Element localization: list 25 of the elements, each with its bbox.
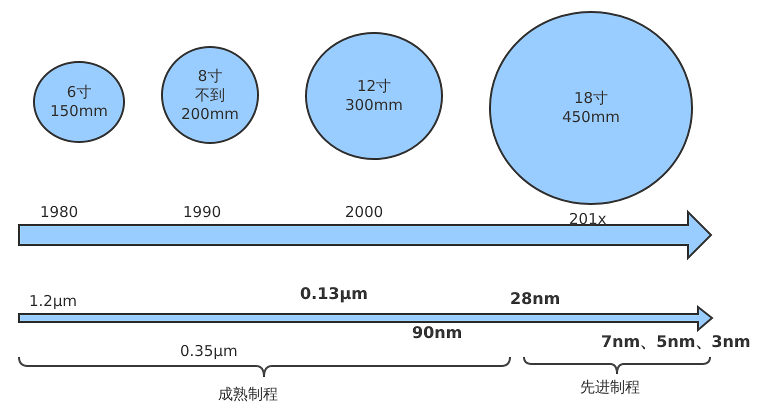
node-size-label: 28nm <box>510 290 560 308</box>
size-label: 18寸 <box>574 89 608 108</box>
year-label: 1990 <box>183 203 222 221</box>
size-label: 8寸 <box>198 66 222 86</box>
bracket-label: 先进制程 <box>580 378 640 396</box>
wafer-circle <box>33 61 125 143</box>
node-size-label: 7nm、5nm、3nm <box>601 333 751 351</box>
bracket-label: 成熟制程 <box>218 385 278 403</box>
size-label: 12寸 <box>356 77 392 96</box>
wafer-circle <box>161 46 259 144</box>
year-label: 201x <box>569 210 607 228</box>
node-size-label: 90nm <box>412 324 462 342</box>
wafer-circle <box>489 11 693 205</box>
size-label: 150mm <box>50 102 108 121</box>
size-label: 200mm <box>181 104 239 124</box>
size-label: 450mm <box>562 108 620 127</box>
node-size-label: 0.13μm <box>300 285 368 303</box>
year-label: 1980 <box>40 203 78 221</box>
year-label: 2000 <box>345 203 384 221</box>
size-label: 不到 <box>195 86 225 104</box>
wafer-circle <box>305 32 443 160</box>
node-size-label: 1.2μm <box>29 292 78 310</box>
node-size-label: 0.35μm <box>180 342 238 360</box>
size-label: 300mm <box>345 96 403 115</box>
size-label: 6寸 <box>66 83 92 102</box>
